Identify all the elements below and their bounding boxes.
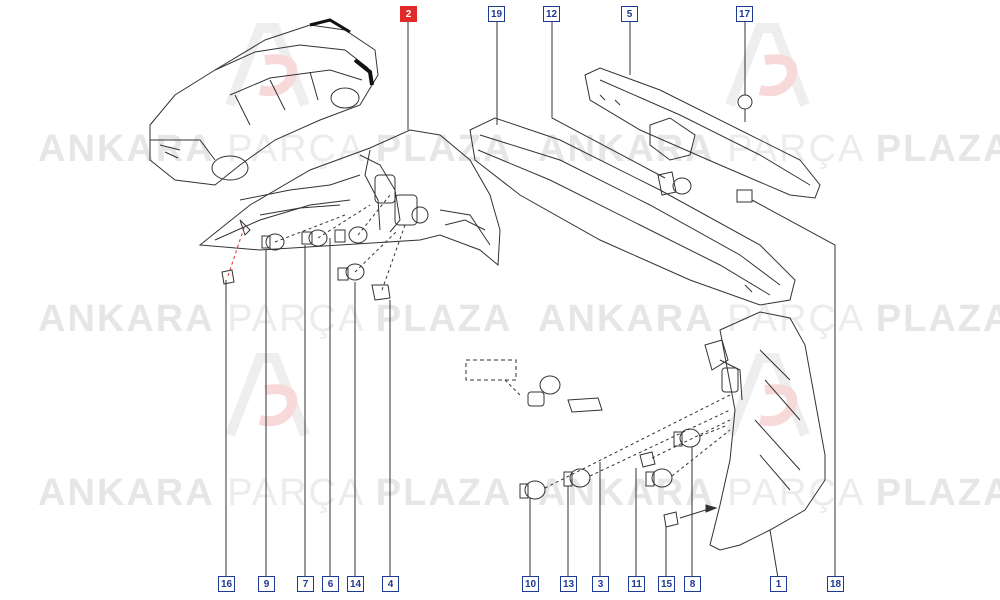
callout-part-4[interactable]: 4	[382, 576, 399, 592]
callout-part-17[interactable]: 17	[736, 6, 753, 22]
bulb-icon	[519, 428, 701, 528]
third-brake-light-19	[469, 117, 796, 306]
bracket-5	[584, 67, 821, 199]
callout-part-16[interactable]: 16	[218, 576, 235, 592]
bulb-icon	[527, 375, 561, 407]
callout-part-8[interactable]: 8	[684, 576, 701, 592]
bulb-icon	[221, 226, 391, 301]
tail-light-assembly-2	[198, 129, 501, 267]
screw-icon	[737, 94, 753, 122]
callout-part-13[interactable]: 13	[560, 576, 577, 592]
callout-part-11[interactable]: 11	[628, 576, 645, 592]
callout-part-3[interactable]: 3	[592, 576, 609, 592]
callout-part-18[interactable]: 18	[827, 576, 844, 592]
callout-part-1[interactable]: 1	[770, 576, 787, 592]
callout-part-6[interactable]: 6	[322, 576, 339, 592]
callout-part-10[interactable]: 10	[522, 576, 539, 592]
rear-lamp-1	[704, 311, 826, 551]
callout-part-14[interactable]: 14	[347, 576, 364, 592]
callout-part-7[interactable]: 7	[297, 576, 314, 592]
callout-part-15[interactable]: 15	[658, 576, 675, 592]
bulb-icon	[657, 171, 692, 196]
callout-part-9[interactable]: 9	[258, 576, 275, 592]
car-icon	[149, 18, 379, 186]
callout-part-12[interactable]: 12	[543, 6, 560, 22]
callout-part-19[interactable]: 19	[488, 6, 505, 22]
callout-part-5[interactable]: 5	[621, 6, 638, 22]
callout-part-2[interactable]: 2	[400, 6, 417, 22]
